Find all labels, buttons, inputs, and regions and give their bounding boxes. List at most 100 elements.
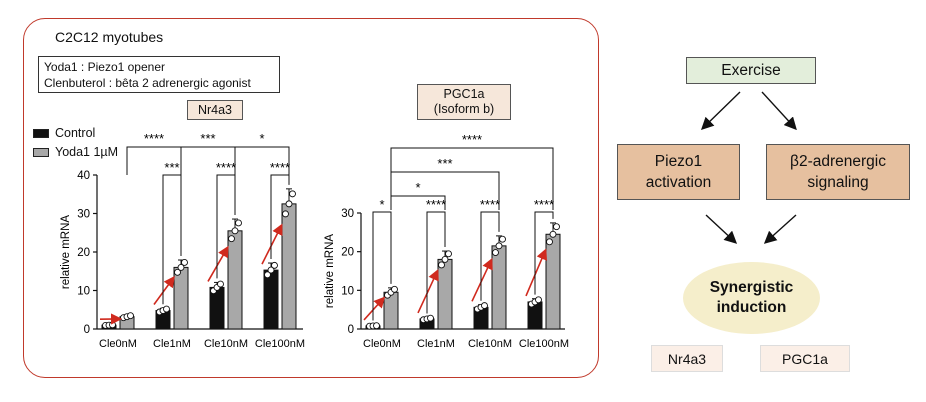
bar <box>545 233 561 330</box>
significance-stars: **** <box>216 160 236 175</box>
bar <box>281 203 297 330</box>
data-point <box>228 235 235 243</box>
data-point <box>267 266 275 274</box>
data-point <box>438 261 445 269</box>
significance-stars: * <box>379 197 384 212</box>
bar <box>173 266 189 330</box>
data-point <box>553 223 560 231</box>
data-point <box>549 230 557 238</box>
flow-arrow <box>700 91 741 130</box>
data-point <box>289 190 296 198</box>
flow-arrow <box>763 214 797 244</box>
significance-stars: * <box>415 180 420 195</box>
data-point <box>441 255 449 263</box>
y-axis-label: relative mRNA <box>324 234 336 308</box>
data-point <box>181 259 188 266</box>
significance-stars: * <box>259 131 264 146</box>
significance-stars: *** <box>200 131 215 146</box>
significance-bracket <box>480 211 500 301</box>
legend-item-yoda: Yoda1 1µM <box>33 145 118 159</box>
exercise-box: Exercise <box>686 57 816 84</box>
legend-swatch-yoda <box>33 147 49 157</box>
data-point <box>535 296 542 304</box>
y-tick-label: 30 <box>77 209 90 221</box>
panel-title: C2C12 myotubes <box>55 29 164 45</box>
legend-swatch-control <box>33 128 49 138</box>
data-point <box>264 271 271 279</box>
x-tick-label: Cle100nM <box>519 338 569 350</box>
between-bracket <box>234 146 290 175</box>
output-pgc1a-box: PGC1a <box>760 345 850 372</box>
data-point <box>174 268 181 276</box>
y-tick-label: 0 <box>348 324 354 336</box>
comparison-bracket <box>390 147 554 210</box>
bar <box>491 245 507 330</box>
experiment-panel <box>23 18 599 378</box>
beta2-signaling-box: β2-adrenergic signaling <box>766 144 910 200</box>
data-point <box>445 250 452 258</box>
data-point <box>495 242 503 250</box>
x-tick-label: Cle0nM <box>99 338 137 350</box>
synergistic-induction-ellipse: Synergistic induction <box>683 262 820 334</box>
y-axis-label: relative mRNA <box>60 215 72 289</box>
y-tick-label: 20 <box>77 247 90 259</box>
legend: Control Yoda1 1µM <box>33 126 118 159</box>
significance-stars: *** <box>164 160 179 175</box>
y-tick-label: 20 <box>341 247 354 259</box>
data-point <box>235 219 242 227</box>
data-point <box>391 285 398 293</box>
data-point <box>373 322 380 330</box>
data-point <box>163 305 170 313</box>
data-point <box>499 235 506 243</box>
x-tick-label: Cle1nM <box>153 338 191 350</box>
data-point <box>492 249 499 256</box>
bar <box>227 230 243 330</box>
y-tick-label: 0 <box>84 324 90 336</box>
data-point <box>285 200 293 208</box>
data-point <box>427 314 434 322</box>
data-point <box>231 227 239 235</box>
significance-bracket <box>270 174 290 260</box>
significance-bracket <box>216 174 236 279</box>
data-point <box>127 312 134 320</box>
data-point <box>271 261 278 269</box>
data-point <box>481 302 488 310</box>
legend-label-yoda: Yoda1 1µM <box>55 145 119 159</box>
significance-bracket <box>534 211 554 295</box>
x-tick-label: Cle10nM <box>204 338 248 350</box>
x-tick-label: Cle100nM <box>255 338 305 350</box>
significance-stars: **** <box>462 132 482 147</box>
significance-bracket <box>372 211 392 321</box>
y-tick-label: 10 <box>77 286 90 298</box>
flow-arrows <box>700 91 797 244</box>
y-tick-label: 10 <box>341 285 354 297</box>
chart-title-nr4a3: Nr4a3 <box>187 100 243 120</box>
significance-stars: **** <box>480 197 500 212</box>
output-nr4a3-box: Nr4a3 <box>651 345 723 372</box>
significance-stars: **** <box>426 197 446 212</box>
data-point <box>109 321 116 329</box>
x-tick-label: Cle1nM <box>417 338 455 350</box>
definition-yoda: Yoda1 : Piezo1 opener <box>44 60 165 74</box>
definition-clenbuterol: Clenbuterol : bêta 2 adrenergic agonist <box>44 76 251 90</box>
x-tick-label: Cle10nM <box>468 338 512 350</box>
legend-item-control: Control <box>33 126 118 140</box>
definitions-box: Yoda1 : Piezo1 opener Clenbuterol : bêta… <box>38 56 280 93</box>
flow-arrow <box>705 214 738 244</box>
data-point <box>546 238 553 246</box>
bar <box>263 269 279 330</box>
piezo-activation-box: Piezo1 activation <box>617 144 740 200</box>
chart-nr4a3: 0 10 20 30 40 relative mRNA Cle0nM Cle1nM *** Cle… <box>60 131 305 350</box>
significance-stars: **** <box>534 197 554 212</box>
y-tick-label: 30 <box>341 208 354 220</box>
significance-stars: **** <box>144 131 164 146</box>
legend-label-control: Control <box>55 126 96 140</box>
y-tick-label: 40 <box>77 170 90 182</box>
chart-title-pgc1a: PGC1a (Isoform b) <box>417 84 511 120</box>
data-point <box>177 263 185 271</box>
bar <box>437 258 453 330</box>
significance-bracket <box>162 174 182 305</box>
flow-arrow <box>761 91 797 131</box>
